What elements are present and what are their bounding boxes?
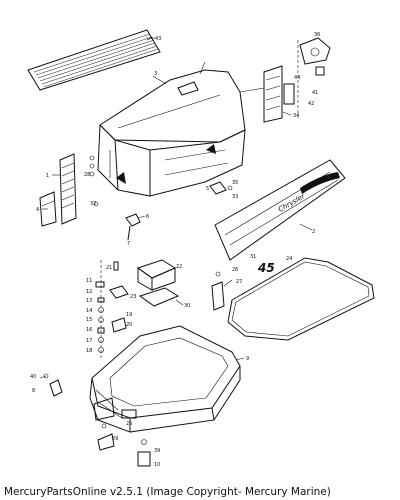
part-gasket-sheet [27, 29, 161, 91]
callout: 1 [46, 173, 49, 179]
callout-labels: 43 3 36 44 41 42 34 35 33 28 1 4 32 6 7 … [30, 32, 320, 468]
callout: 15 [86, 317, 92, 323]
callout: 23 [130, 294, 136, 300]
callout: 9 [246, 356, 249, 362]
callout: 18 [86, 348, 92, 354]
part-lower-plate [93, 397, 115, 421]
callout: 36 [314, 32, 320, 38]
part-rubber-foot [137, 439, 151, 467]
callout: 39 [154, 448, 160, 454]
callout: 17 [86, 338, 92, 344]
callout: 43 [155, 36, 161, 42]
callout: 19 [126, 312, 132, 318]
callout: 3 [154, 71, 157, 77]
part-lower-clip [43, 373, 63, 397]
image-caption: MercuryPartsOnline v2.5.1 (Image Copyrig… [4, 486, 331, 498]
callout: 5 [206, 186, 209, 192]
callout: 34 [293, 113, 299, 119]
callout: 33 [232, 194, 238, 200]
callout: 44 [294, 75, 300, 81]
callout: 13 [86, 298, 92, 304]
callout: 41 [312, 90, 318, 96]
part-latch-lever [125, 213, 141, 241]
callout: 6 [146, 214, 149, 220]
callout: 2 [312, 229, 315, 235]
callout: 11 [86, 278, 92, 284]
callout: 16 [86, 327, 92, 333]
part-foam-block [136, 259, 180, 307]
part-top-cowl [97, 69, 246, 197]
callout: 26 [232, 267, 238, 273]
part-screws [89, 155, 99, 207]
part-latch-arm [97, 423, 115, 451]
callout: 31 [250, 254, 256, 260]
callout: 32 [90, 201, 96, 207]
callout: 25 [126, 421, 132, 427]
callout: 27 [236, 279, 242, 285]
callout: 10 [154, 462, 160, 468]
callout: 29 [112, 436, 118, 442]
part-side-decal: Chrysler [214, 159, 346, 261]
callout: 35 [232, 180, 238, 186]
callout: 24 [286, 256, 292, 262]
leader-lines [39, 37, 313, 379]
parts-diagram: Chrysler 45 [27, 29, 375, 468]
callout: 40 [30, 374, 36, 380]
callout: 7 [127, 241, 130, 247]
exploded-view: Chrysler 45 [27, 29, 375, 468]
part-hardware-column [95, 260, 127, 360]
part-upper-bracket [297, 37, 331, 118]
callout: 20 [126, 322, 132, 328]
model-decal-text: 45 [257, 261, 275, 275]
callout: 8 [32, 388, 35, 394]
callout: 28 [84, 172, 90, 178]
part-vent-plate [39, 191, 57, 227]
callout: 22 [176, 264, 182, 270]
callout: 12 [86, 289, 92, 295]
part-seal-ring [227, 257, 375, 341]
part-gasket-pad [109, 285, 129, 299]
part-side-plate [239, 65, 295, 123]
callout: 4 [36, 207, 39, 213]
part-clip-bracket [209, 181, 233, 195]
callout: 30 [184, 303, 190, 309]
callout: 14 [86, 308, 92, 314]
callout: 21 [106, 265, 112, 271]
part-vent-grille [59, 153, 77, 225]
callout: 42 [308, 101, 314, 107]
part-small-bracket [211, 271, 225, 311]
